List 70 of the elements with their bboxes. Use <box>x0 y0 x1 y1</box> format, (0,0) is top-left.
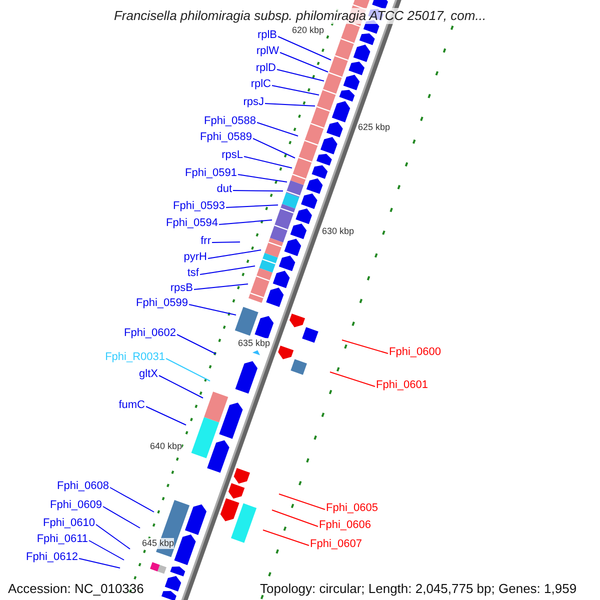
leader-line <box>88 540 124 560</box>
scale-label: 640 kbp <box>150 441 182 452</box>
footer-text: Topology: circular; Length: 2,045,775 bp; Genes: 1,959 <box>260 581 577 596</box>
gene-label: Fphi_0599 <box>136 297 188 310</box>
leader-line <box>78 558 120 568</box>
gene-label: Fphi_0611 <box>36 533 88 546</box>
leader-line <box>256 122 298 136</box>
leader-line <box>252 138 296 158</box>
gene-label: rpsB <box>170 282 193 295</box>
gene-label: Fphi_0612 <box>26 551 78 564</box>
gene-label: Fphi_R0031 <box>105 351 165 364</box>
leader-line <box>272 85 320 96</box>
gene-label: tsf <box>187 267 199 280</box>
gene-label: Fphi_0591 <box>185 167 237 180</box>
gene-label: Fphi_0589 <box>200 131 252 144</box>
gene-label: Fphi_0594 <box>166 217 218 230</box>
gene-label: Fphi_0605 <box>326 502 378 515</box>
leader-line <box>330 372 376 387</box>
scale-label: 630 kbp <box>322 226 354 237</box>
gene-label: Fphi_0588 <box>204 115 256 128</box>
leader-line <box>238 174 288 182</box>
gene-label: Fphi_0608 <box>57 480 109 493</box>
scale-label: 625 kbp <box>358 122 390 133</box>
leader-line <box>158 375 204 398</box>
leader-line <box>244 156 292 168</box>
leader-line <box>226 204 278 208</box>
gene-label: rplW <box>256 45 279 58</box>
gene-label: Fphi_0609 <box>50 499 102 512</box>
gene-label: rplB <box>257 29 277 42</box>
gene-label: rplC <box>250 78 271 91</box>
leader-line <box>276 69 324 82</box>
leader-line <box>278 36 332 60</box>
gene-label: Fphi_0602 <box>124 327 176 340</box>
leader-line <box>264 103 316 106</box>
gene-label: rpsL <box>222 149 243 162</box>
leader-line <box>208 250 262 259</box>
gene-label: Fphi_0593 <box>173 200 225 213</box>
gene-label: gltX <box>139 368 158 381</box>
gene-label: rpsJ <box>243 96 264 109</box>
leader-line <box>146 406 186 426</box>
scale-label: 620 kbp <box>292 25 324 36</box>
footer-text: Accession: NC_010336 <box>8 581 144 596</box>
leader-line <box>212 242 240 243</box>
gene-label: pyrH <box>184 251 207 264</box>
leader-line <box>166 358 210 382</box>
gene-label: frr <box>200 235 211 248</box>
leader-line <box>280 52 328 72</box>
gene-label: Fphi_0610 <box>43 517 95 530</box>
leader-line <box>200 266 256 275</box>
gene-label: Fphi_0601 <box>376 379 428 392</box>
gene-label: dut <box>216 183 232 196</box>
scale-label: 645 kbp <box>142 538 174 549</box>
leader-line <box>262 530 310 546</box>
leader-line <box>272 510 318 527</box>
gene-label: fumC <box>118 399 145 412</box>
leader-line <box>232 190 284 192</box>
leader-line <box>218 220 272 225</box>
leader-line <box>102 506 140 528</box>
leader-line <box>278 494 326 510</box>
leader-line <box>188 304 236 316</box>
leader-line <box>96 524 130 550</box>
leader-line <box>194 284 248 290</box>
leader-line <box>176 334 216 354</box>
leader-line <box>342 340 388 354</box>
scale-label: 635 kbp <box>238 338 270 349</box>
leader-line <box>110 487 154 512</box>
gene-label: Fphi_0606 <box>319 519 371 532</box>
gene-label: Fphi_0607 <box>310 538 362 551</box>
gene-label: Fphi_0600 <box>389 346 441 359</box>
gene-label: rplD <box>256 62 276 75</box>
